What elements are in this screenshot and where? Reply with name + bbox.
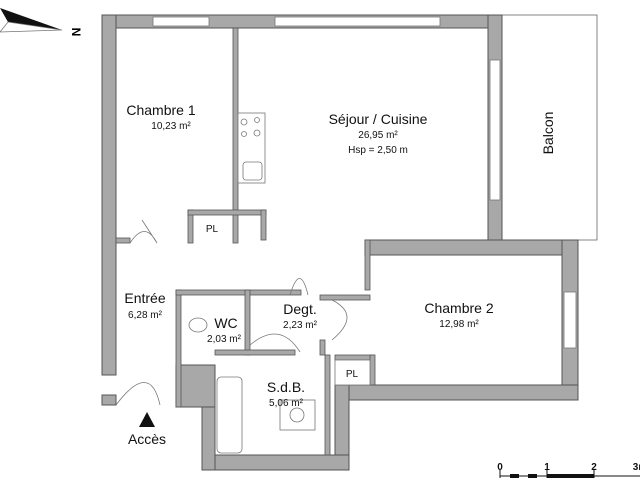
scale-tick: 0 [497, 462, 503, 473]
room-area-wc: 2,03 m² [207, 334, 242, 345]
room-name-wc: WC [214, 315, 237, 331]
scale-bar: 0 1 2 3m [497, 462, 640, 478]
closet-2 [334, 359, 371, 386]
doors [115, 219, 348, 406]
room-name-sdb: S.d.B. [267, 379, 305, 395]
windows [152, 16, 577, 349]
scale-tick: 2 [591, 462, 597, 473]
access-arrow-icon [139, 412, 155, 427]
room-area-sejour: 26,95 m² [358, 130, 398, 141]
closet-label: PL [346, 369, 359, 380]
room-name-balcon: Balcon [540, 112, 556, 155]
balcony-outline [501, 14, 598, 241]
room-name-degt: Degt. [283, 301, 316, 317]
room-name-chambre-1: Chambre 1 [126, 102, 195, 118]
compass-north-label: N [69, 28, 83, 37]
room-height-note: Hsp = 2,50 m [348, 145, 408, 156]
scale-tick: 3m [633, 462, 640, 473]
room-area-chambre-1: 10,23 m² [151, 121, 191, 132]
room-name-entree: Entrée [124, 290, 165, 306]
bathtub [216, 376, 243, 454]
shower-drain [289, 407, 305, 423]
room-name-sejour: Séjour / Cuisine [329, 111, 428, 127]
access-label: Accès [128, 431, 166, 447]
closet-label: PL [206, 224, 219, 235]
toilet [188, 317, 208, 333]
compass-icon: N [0, 8, 83, 36]
scale-tick: 1 [544, 462, 550, 473]
room-area-degt: 2,23 m² [283, 320, 318, 331]
room-area-entree: 6,28 m² [128, 310, 163, 321]
room-name-chambre-2: Chambre 2 [424, 300, 493, 316]
kitchen-counter [237, 112, 266, 184]
room-area-sdb: 5,06 m² [269, 398, 304, 409]
room-area-chambre-2: 12,98 m² [439, 319, 479, 330]
